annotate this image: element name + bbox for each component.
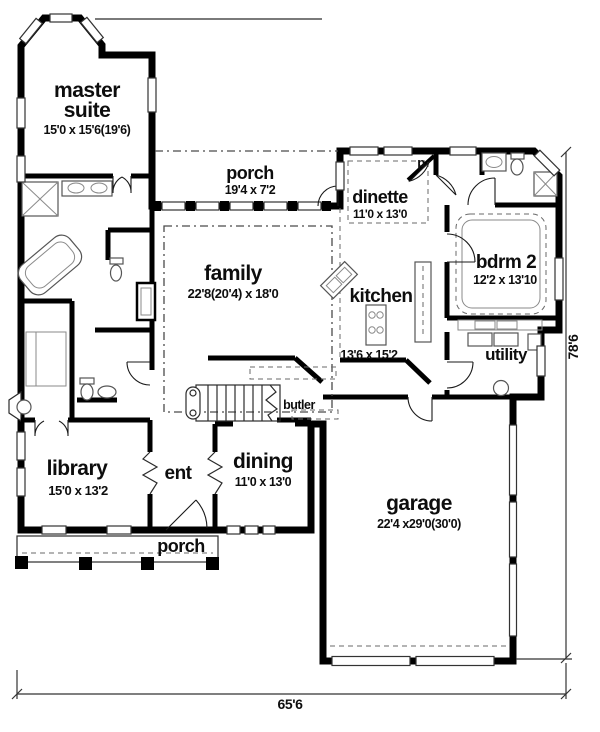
hall-bath — [481, 152, 558, 197]
garage-doors — [331, 655, 495, 667]
butler-label: butler — [283, 398, 315, 412]
library-dims: 15'0 x 13'2 — [48, 483, 108, 498]
corner-window — [533, 149, 561, 177]
staircase — [185, 384, 281, 422]
powder-bath — [79, 377, 117, 401]
left-bay-niche — [8, 390, 32, 423]
porch-column — [141, 557, 154, 570]
plot-height-dim: 78'6 — [565, 334, 581, 360]
sink — [97, 385, 117, 399]
family-ceiling-dashed — [163, 225, 333, 413]
porch-column — [15, 556, 28, 569]
master-bath — [17, 180, 124, 296]
porch-top-label: porch — [226, 163, 274, 183]
kitchen-dims: 13'6 x 15'2 — [340, 348, 398, 362]
garage-window — [508, 501, 518, 558]
entry-label: ent — [165, 463, 193, 484]
bdrm2-dims: 12'2 x 13'10 — [473, 273, 537, 287]
bdrm2-tray-ceiling — [455, 213, 547, 315]
windows — [16, 13, 564, 637]
library-label: library — [47, 457, 109, 480]
water-heater — [492, 379, 510, 397]
master-closet — [25, 331, 67, 387]
family-dims: 22'8(20'4) x 18'0 — [188, 286, 279, 301]
vanity — [481, 152, 507, 172]
kitchen-island — [365, 304, 387, 346]
bdrm2-closet — [457, 319, 543, 331]
porch-column — [288, 201, 297, 211]
toilet — [510, 158, 524, 176]
fireplace — [135, 281, 157, 322]
sink — [485, 156, 503, 168]
kitchen-sink — [319, 260, 359, 300]
vanity — [61, 180, 113, 197]
dinette-label: dinette — [352, 187, 408, 207]
kitchen-counter — [414, 261, 432, 343]
stair-newel — [185, 386, 201, 420]
dryer — [493, 332, 519, 347]
garage-dims: 22'4 x29'0(30'0) — [377, 517, 461, 531]
tub — [17, 234, 83, 296]
kitchen-label: kitchen — [349, 286, 412, 307]
toilet-tank — [79, 377, 95, 385]
toilet-tank — [109, 257, 124, 265]
master-suite-label-1: master — [54, 79, 120, 102]
sink — [67, 182, 85, 194]
porch-column — [254, 201, 263, 211]
turret-window — [79, 16, 105, 44]
door-swings — [34, 160, 496, 531]
porch-column — [152, 201, 161, 211]
dimension-lines — [11, 146, 572, 700]
bdrm2-label: bdrm 2 — [476, 252, 536, 273]
family-label: family — [204, 262, 263, 285]
master-suite-dims: 15'0 x 15'6(19'6) — [44, 123, 131, 137]
dinette-ceiling-dashed — [347, 160, 429, 224]
porch-top-dims: 19'4 x 7'2 — [225, 183, 276, 197]
porch-column — [79, 557, 92, 570]
pantry-label: p — [417, 155, 425, 170]
porch-column — [322, 201, 331, 211]
dinette-dims: 11'0 x 13'0 — [353, 207, 408, 221]
porch-column — [206, 557, 219, 570]
turret-window — [49, 13, 73, 23]
garage-window — [508, 424, 518, 496]
plot-width-dim: 65'6 — [277, 696, 303, 712]
toilet — [109, 264, 123, 282]
utility-label: utility — [485, 345, 528, 364]
exterior-walls — [17, 14, 563, 665]
toilet — [80, 383, 94, 401]
stair-break-line — [265, 384, 279, 422]
porch-bottom-label: porch — [157, 536, 205, 556]
butler-counters — [249, 366, 339, 420]
garage-label: garage — [386, 492, 452, 515]
bottom-porch — [15, 535, 219, 570]
cased-opening-marks — [141, 451, 224, 495]
master-suite-label-2: suite — [64, 99, 111, 122]
dining-label: dining — [233, 450, 293, 473]
turret-window — [18, 17, 44, 45]
sink — [90, 182, 108, 194]
toilet-tank — [510, 152, 525, 160]
top-porch-edge — [152, 201, 331, 211]
porch-column — [186, 201, 195, 211]
utility-fixtures — [467, 332, 542, 397]
garage-window — [508, 563, 518, 637]
washer — [467, 332, 493, 347]
porch-column — [220, 201, 229, 211]
dining-dims: 11'0 x 13'0 — [235, 475, 292, 489]
